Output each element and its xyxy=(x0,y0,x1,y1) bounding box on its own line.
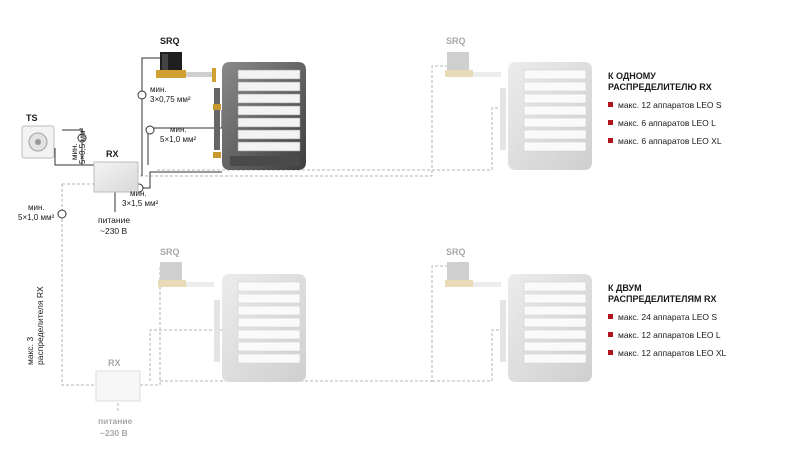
cable-min-5: мин. xyxy=(70,143,79,160)
max-rx-line2: распределителя RX xyxy=(35,286,45,365)
heater-4 xyxy=(500,274,592,382)
cable-min-2: мин. xyxy=(170,125,187,134)
single-rx-info: К ОДНОМУ РАСПРЕДЕЛИТЕЛЮ RX макс. 12 аппа… xyxy=(608,71,722,146)
double-title-1: К ДВУМ xyxy=(608,283,642,293)
cable-spec-3x075: 3×0,75 мм² xyxy=(150,95,191,104)
srq-valve-2: SRQ xyxy=(445,36,501,77)
cable-min-1: мин. xyxy=(150,85,167,94)
srq-label-2: SRQ xyxy=(446,36,466,46)
cable-spec-5x05: 5×0,5 мм² xyxy=(78,128,87,164)
cable-spec-3x15: 3×1,5 мм² xyxy=(122,199,158,208)
srq-valve-4: SRQ xyxy=(445,247,501,287)
srq-valve-active: SRQ xyxy=(156,36,216,82)
srq-label-3: SRQ xyxy=(160,247,180,257)
ts-thermostat: TS xyxy=(21,113,55,159)
power-label-1a: питание xyxy=(98,215,130,225)
rx-label-main: RX xyxy=(106,149,119,159)
double-rx-info: К ДВУМ РАСПРЕДЕЛИТЕЛЯМ RX макс. 24 аппар… xyxy=(608,283,727,358)
single-item-1: макс. 12 аппаратов LEO S xyxy=(618,100,722,110)
single-item-2: макс. 6 аппаратов LEO L xyxy=(618,118,716,128)
srq-label-4: SRQ xyxy=(446,247,466,257)
cable-spec-5x10-top: 5×1,0 мм² xyxy=(160,135,196,144)
power-label-2b: ~230 В xyxy=(100,428,128,438)
rx-box-main: RX питание ~230 В xyxy=(93,149,139,236)
double-item-2: макс. 12 аппаратов LEO L xyxy=(618,330,721,340)
srq-valve-3: SRQ xyxy=(158,247,214,287)
heater-active xyxy=(213,62,306,170)
cable-labels: мин. 3×0,75 мм² мин. 5×1,0 мм² мин. 3×1,… xyxy=(18,85,196,222)
max-rx-label: макс. 3 распределителя RX xyxy=(25,286,45,365)
single-title-2: РАСПРЕДЕЛИТЕЛЮ RX xyxy=(608,82,712,92)
single-bullet-3 xyxy=(608,138,613,143)
ts-label: TS xyxy=(26,113,38,123)
power-label-2a: питание xyxy=(98,416,133,426)
single-item-3: макс. 6 аппаратов LEO XL xyxy=(618,136,722,146)
double-bullet-1 xyxy=(608,314,613,319)
cable-spec-5x10-left: 5×1,0 мм² xyxy=(18,213,54,222)
double-title-2: РАСПРЕДЕЛИТЕЛЯМ RX xyxy=(608,294,716,304)
single-title-1: К ОДНОМУ xyxy=(608,71,656,81)
power-label-1b: ~230 В xyxy=(100,226,128,236)
srq-label-1: SRQ xyxy=(160,36,180,46)
cable-min-4: мин. xyxy=(28,203,45,212)
double-item-1: макс. 24 аппарата LEO S xyxy=(618,312,717,322)
rx-label-second: RX xyxy=(108,358,121,368)
heater-3 xyxy=(214,274,306,382)
cable-min-3: мин. xyxy=(130,189,147,198)
rx-box-second: RX питание ~230 В xyxy=(95,358,141,438)
double-item-3: макс. 12 аппаратов LEO XL xyxy=(618,348,727,358)
single-bullet-1 xyxy=(608,102,613,107)
single-bullet-2 xyxy=(608,120,613,125)
max-rx-line1: макс. 3 xyxy=(25,337,35,365)
double-bullet-2 xyxy=(608,332,613,337)
heater-2 xyxy=(500,62,592,170)
double-bullet-3 xyxy=(608,350,613,355)
